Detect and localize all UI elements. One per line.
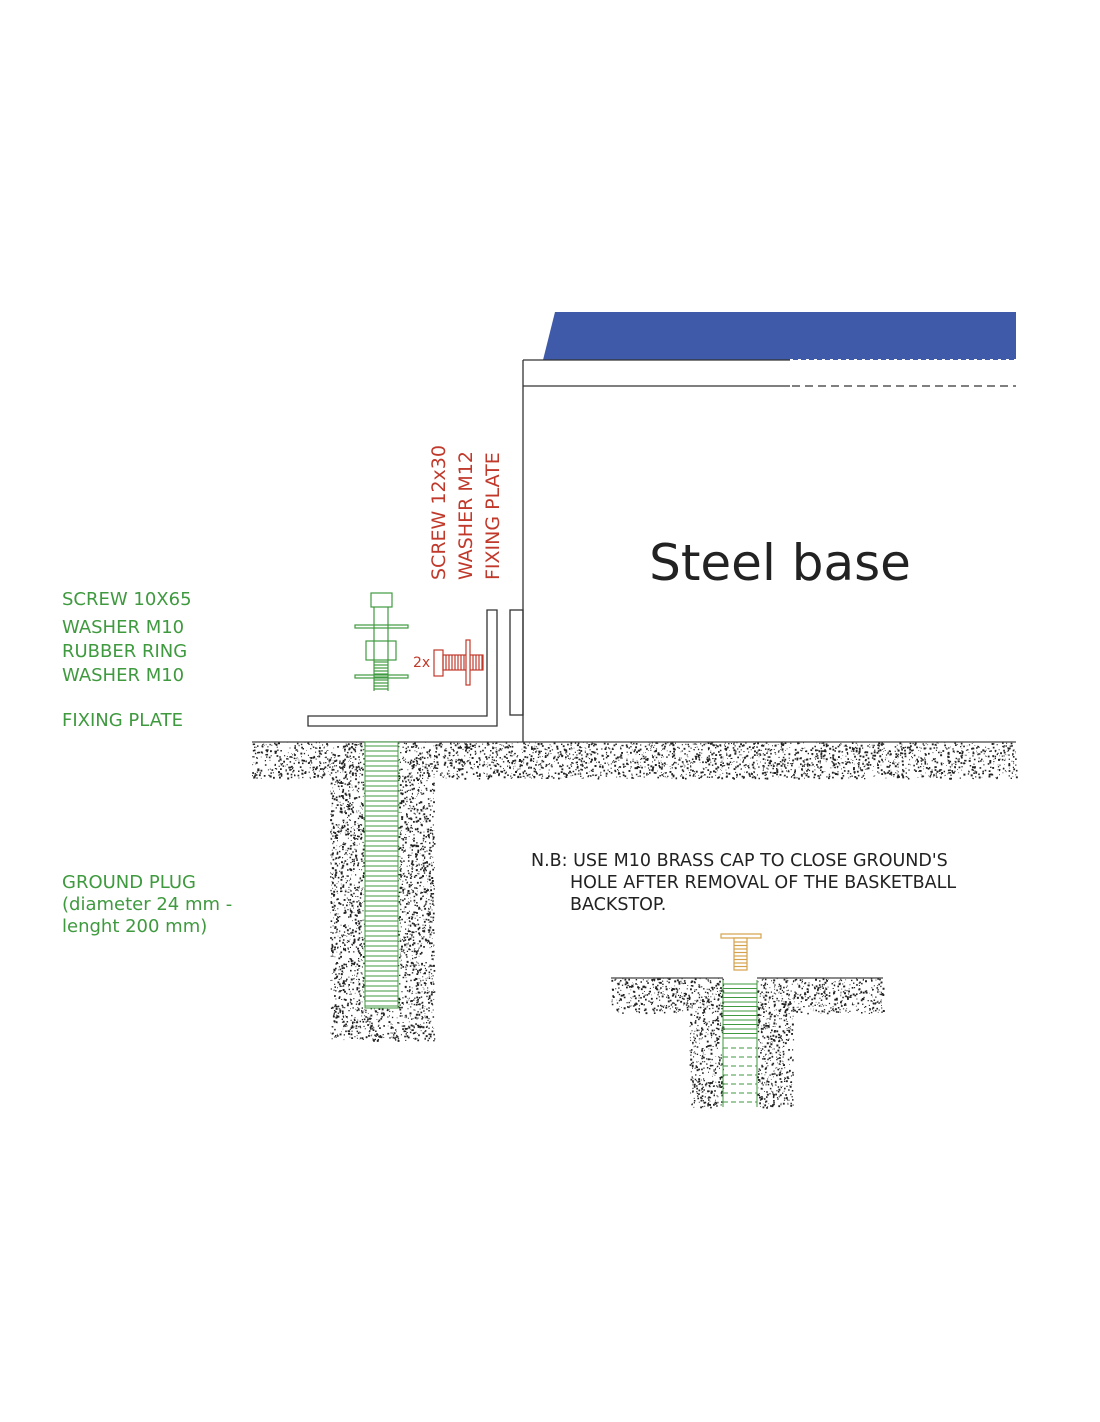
concrete-texture	[757, 978, 885, 1015]
label-ground-plug-diameter: (diameter 24 mm -	[62, 894, 232, 915]
red-labels: SCREW 12x30 WASHER M12 FIXING PLATE	[428, 445, 504, 580]
concrete-texture	[689, 1013, 725, 1109]
blue-backstop-top	[543, 312, 1016, 360]
note-line-3: BACKSTOP.	[570, 895, 666, 915]
ground-plug	[364, 741, 399, 1009]
label-fixing-plate-green: FIXING PLATE	[62, 710, 183, 731]
steel-base-title: Steel base	[649, 534, 911, 592]
label-washer-m12: WASHER M12	[455, 451, 477, 580]
steel-base-outline	[307, 359, 1016, 742]
note: N.B: USE M10 BRASS CAP TO CLOSE GROUND'S…	[531, 851, 956, 915]
label-ground-plug-length: lenght 200 mm)	[62, 916, 207, 937]
green-labels: SCREW 10X65 WASHER M10 RUBBER RING WASHE…	[62, 589, 232, 937]
red-quantity: 2x	[413, 655, 430, 671]
small-ground-plug	[722, 980, 758, 1107]
base-plate	[509, 609, 524, 716]
concrete-texture	[398, 742, 1018, 780]
label-washer-m10-2: WASHER M10	[62, 665, 184, 686]
fixing-plate-l	[307, 609, 498, 727]
label-screw-12x30: SCREW 12x30	[428, 445, 450, 580]
note-line-2: HOLE AFTER REMOVAL OF THE BASKETBALL	[570, 873, 956, 893]
label-rubber-ring: RUBBER RING	[62, 641, 187, 662]
green-screw-assembly	[354, 592, 409, 691]
red-screw-assembly	[433, 639, 484, 686]
label-washer-m10: WASHER M10	[62, 617, 184, 638]
concrete-texture	[252, 742, 366, 780]
note-line-1: N.B: USE M10 BRASS CAP TO CLOSE GROUND'S	[531, 851, 948, 871]
label-ground-plug: GROUND PLUG	[62, 872, 196, 893]
brass-cap	[720, 933, 762, 971]
concrete-texture	[365, 1008, 400, 1042]
label-screw-10x65: SCREW 10X65	[62, 589, 192, 610]
concrete-texture	[611, 978, 725, 1015]
concrete-texture	[330, 778, 367, 1041]
label-fixing-plate-red: FIXING PLATE	[482, 452, 504, 580]
concrete-texture	[757, 1013, 795, 1109]
concrete-texture	[398, 778, 436, 1042]
